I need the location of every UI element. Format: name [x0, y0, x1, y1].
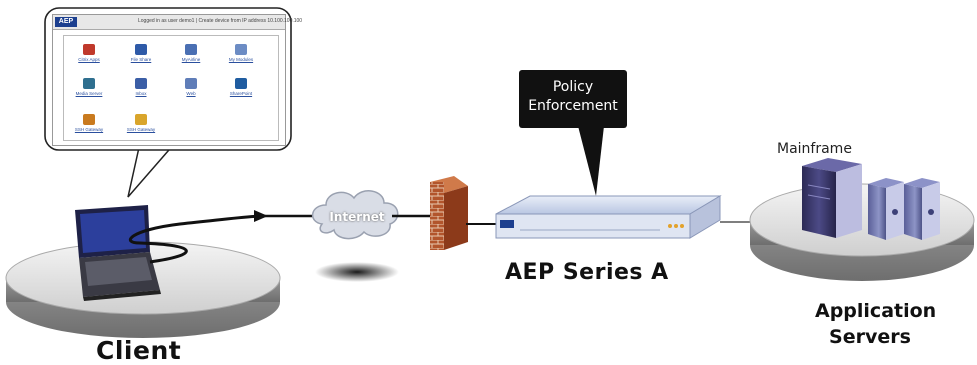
app-shortcut[interactable]: Citrix Apps: [68, 44, 110, 62]
app-icon: [135, 114, 147, 125]
server-icon: [868, 178, 904, 240]
app-shortcut[interactable]: File Share: [120, 44, 162, 62]
app-label: SharePoint: [229, 91, 253, 96]
app-label: SSH Gateway: [126, 127, 156, 132]
aep-series-label: AEP Series A: [505, 260, 669, 285]
cloud-shadow: [315, 262, 399, 282]
client-platform: [5, 241, 281, 338]
app-label: File Share: [130, 57, 152, 62]
app-icon: [83, 78, 95, 89]
app-shortcut[interactable]: MyAirline: [170, 44, 212, 62]
portal-apps-panel: Citrix Apps File Share MyAirline My Modu…: [63, 35, 279, 141]
policy-line-2: Enforcement: [528, 98, 618, 114]
app-icon: [135, 44, 147, 55]
application-servers-line-1: Application: [815, 300, 937, 322]
app-icon: [83, 114, 95, 125]
app-shortcut[interactable]: Media Server: [68, 78, 110, 96]
mainframe-icon: [802, 158, 862, 238]
arrow-icon: [254, 210, 268, 222]
app-label: Media Server: [75, 91, 103, 96]
application-servers-label: Application Servers: [815, 298, 937, 350]
app-icon: [185, 78, 197, 89]
policy-callout-pointer: [578, 126, 604, 196]
app-icon: [83, 44, 95, 55]
firewall-icon: [430, 176, 468, 250]
policy-enforcement-text: Policy Enforcement: [519, 78, 627, 116]
application-servers-line-2: Servers: [829, 326, 911, 348]
client-label: Client: [96, 336, 182, 365]
app-icon: [135, 78, 147, 89]
app-shortcut[interactable]: My Modules: [220, 44, 262, 62]
internet-label: Internet: [329, 210, 385, 224]
app-shortcut[interactable]: Inbox: [120, 78, 162, 96]
app-icon: [185, 44, 197, 55]
app-shortcut[interactable]: SharePoint: [220, 78, 262, 96]
laptop-icon: [75, 205, 161, 301]
portal-logo: AEP: [55, 17, 77, 27]
client-cable: [128, 214, 263, 264]
app-shortcut[interactable]: SSH Gateway: [68, 114, 110, 132]
portal-header-text: Logged in as user demo1 | Create device …: [138, 18, 303, 24]
app-label: My Modules: [228, 57, 254, 62]
app-shortcut[interactable]: Web: [170, 78, 212, 96]
policy-enforcement-callout: Policy Enforcement: [519, 70, 627, 128]
app-label: SSH Gateway: [74, 127, 104, 132]
portal-header: AEP Logged in as user demo1 | Create dev…: [53, 15, 302, 30]
app-shortcut[interactable]: SSH Gateway: [120, 114, 162, 132]
policy-line-1: Policy: [552, 79, 594, 95]
app-label: Inbox: [135, 91, 147, 96]
app-icon: [235, 44, 247, 55]
internet-cloud-icon: [312, 190, 399, 240]
aep-appliance-icon: [495, 195, 722, 239]
app-icon: [235, 78, 247, 89]
server-icon: [904, 178, 940, 240]
mainframe-label: Mainframe: [777, 141, 852, 157]
app-label: Web: [186, 91, 196, 96]
app-label: MyAirline: [181, 57, 201, 62]
portal-screenshot: AEP Logged in as user demo1 | Create dev…: [52, 14, 302, 146]
app-label: Citrix Apps: [78, 57, 100, 62]
